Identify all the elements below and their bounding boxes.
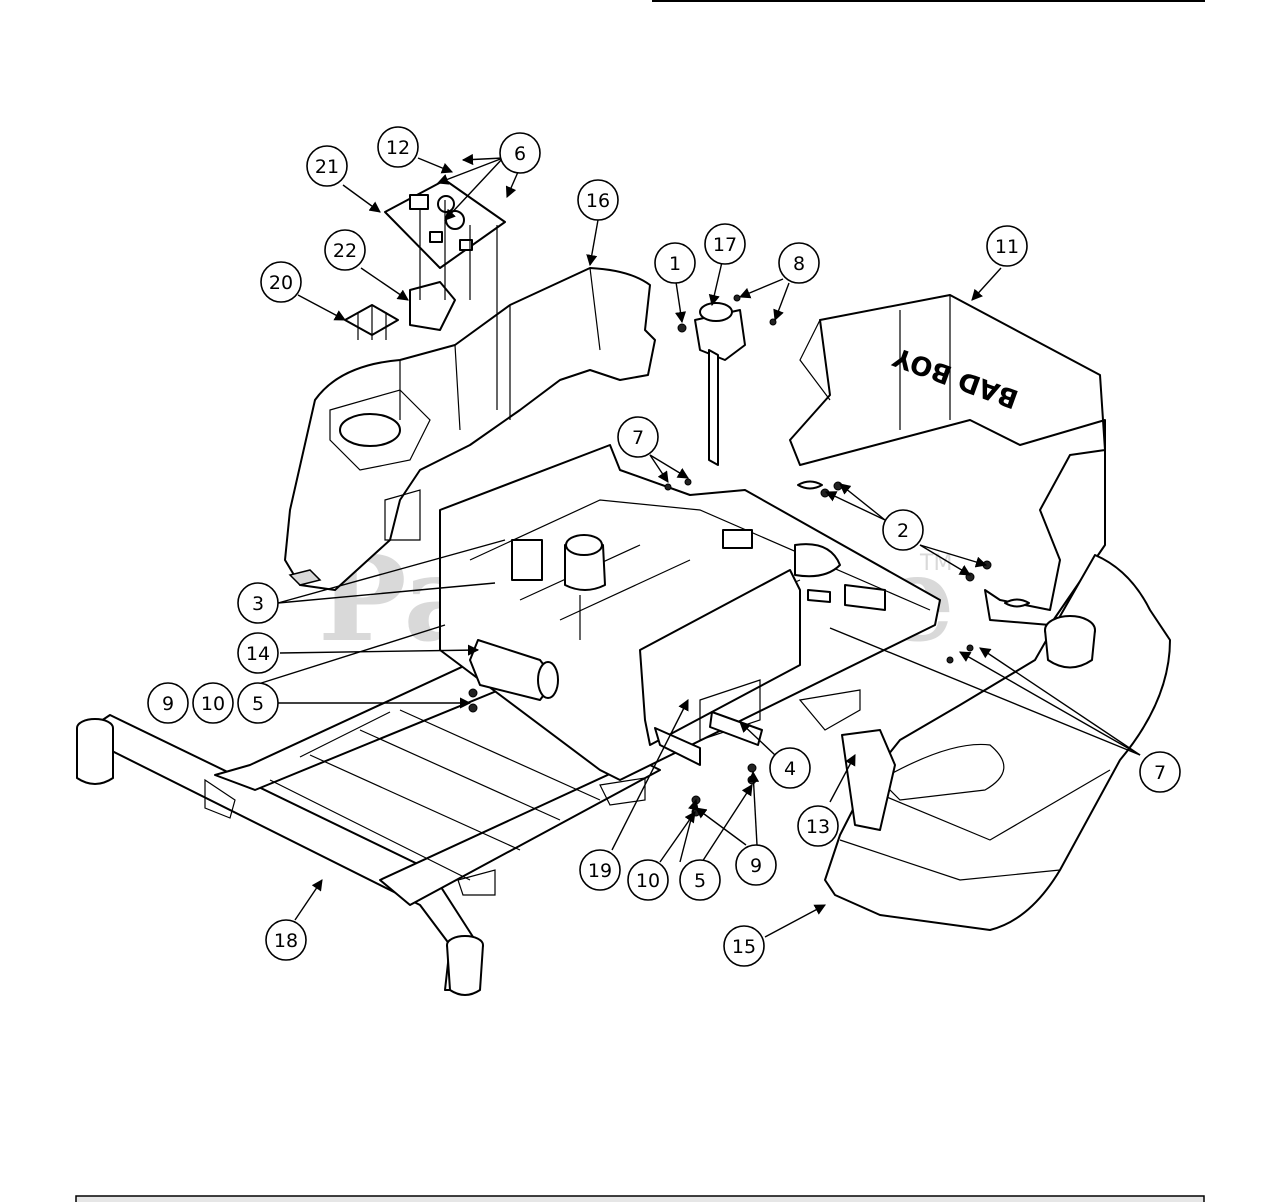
callout-5-bottom-label: 5	[694, 870, 706, 892]
callout-5-left-label: 5	[252, 693, 264, 715]
callout-5-bottom: 5	[679, 859, 721, 901]
callout-1-label: 1	[669, 253, 681, 275]
callout-15-label: 15	[732, 936, 756, 958]
callout-3: 3	[237, 582, 279, 624]
callout-19-label: 19	[588, 860, 612, 882]
callout-7-top: 7	[617, 416, 659, 458]
callout-7-right-label: 7	[1154, 762, 1166, 784]
callout-9-bottom: 9	[735, 844, 777, 886]
callout-14-label: 14	[246, 643, 270, 665]
part-rear-shroud: BAD BOY	[789, 294, 1106, 626]
callout-14: 14	[237, 632, 279, 674]
callout-10-left-label: 10	[201, 693, 225, 715]
part-frame	[76, 639, 661, 996]
callout-2: 2	[882, 509, 924, 551]
callout-21-label: 21	[315, 156, 339, 178]
callout-11: 11	[986, 225, 1028, 267]
part-control-panel	[344, 179, 506, 410]
callout-18-label: 18	[274, 930, 298, 952]
callout-13-label: 13	[806, 816, 830, 838]
callout-10-left: 10	[192, 682, 234, 724]
callout-9-left: 9	[147, 682, 189, 724]
leader-lines	[254, 153, 1141, 938]
callout-20-label: 20	[269, 272, 293, 294]
callout-16: 16	[577, 179, 619, 221]
callout-22: 22	[324, 229, 366, 271]
callout-17: 17	[704, 223, 746, 265]
callout-11-label: 11	[995, 236, 1019, 258]
callout-13: 13	[797, 805, 839, 847]
callout-2-label: 2	[897, 520, 909, 542]
callout-10-bottom: 10	[627, 859, 669, 901]
callout-6-label: 6	[514, 143, 526, 165]
callout-8: 8	[778, 242, 820, 284]
callout-4-label: 4	[784, 758, 796, 780]
part-fuel-filler	[677, 294, 777, 466]
callout-19: 19	[579, 849, 621, 891]
callout-3-label: 3	[252, 593, 264, 615]
callout-21: 21	[306, 145, 348, 187]
callout-9-bottom-label: 9	[750, 855, 762, 877]
callout-18: 18	[265, 919, 307, 961]
callout-4: 4	[769, 747, 811, 789]
callout-5-left: 5	[237, 682, 279, 724]
callout-12-label: 12	[386, 137, 410, 159]
callout-22-label: 22	[333, 240, 357, 262]
callout-9-left-label: 9	[162, 693, 174, 715]
callout-7-top-label: 7	[632, 427, 644, 449]
callout-17-label: 17	[713, 234, 737, 256]
callout-7-right: 7	[1139, 751, 1181, 793]
part-right-fender	[824, 554, 1171, 931]
callout-12: 12	[377, 126, 419, 168]
part-pump	[469, 534, 606, 701]
callout-6: 6	[499, 132, 541, 174]
callout-8-label: 8	[793, 253, 805, 275]
part-left-fender	[284, 267, 656, 591]
callout-1: 1	[654, 242, 696, 284]
callout-15: 15	[723, 925, 765, 967]
callout-10-bottom-label: 10	[636, 870, 660, 892]
footer-bar	[75, 1195, 1205, 1202]
callout-16-label: 16	[586, 190, 610, 212]
part-chassis	[439, 444, 941, 781]
callout-20: 20	[260, 261, 302, 303]
